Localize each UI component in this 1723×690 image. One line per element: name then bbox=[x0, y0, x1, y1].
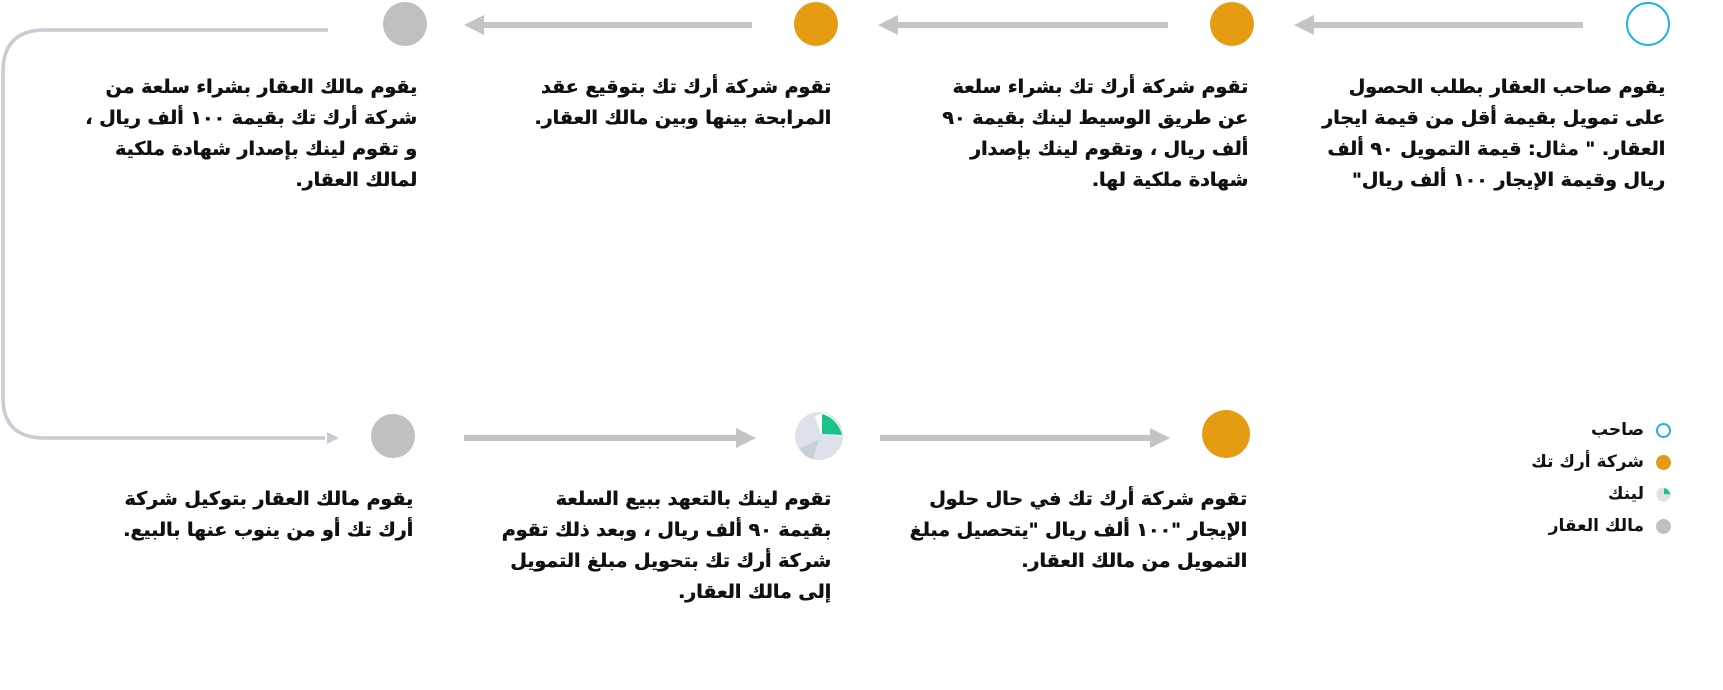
step-3-ark-icon bbox=[794, 2, 838, 46]
step-7-text: تقوم شركة أرك تك في حال حلول الإيجار "١٠… bbox=[909, 488, 1247, 572]
legend-label: مالك العقار bbox=[1548, 516, 1644, 536]
step-5-landlord-icon bbox=[371, 414, 415, 458]
filled-circle-icon bbox=[1656, 454, 1671, 470]
arrow-6-7-head bbox=[1150, 428, 1170, 448]
bottom-row-arrows bbox=[464, 428, 1170, 448]
hollow-circle-icon bbox=[1656, 422, 1671, 438]
legend-label: لينك bbox=[1607, 484, 1644, 504]
step-1-text: يقوم صاحب العقار بطلب الحصول على تمويل ب… bbox=[1322, 76, 1665, 191]
step-5-text: يقوم مالك العقار بتوكيل شركة أرك تك أو م… bbox=[123, 488, 413, 541]
legend-label: صاحب bbox=[1590, 420, 1644, 440]
legend-item-ark: شركة أرك تك bbox=[1451, 446, 1671, 478]
arrow-1-2-head bbox=[1294, 15, 1314, 35]
step-2-ark-icon bbox=[1210, 2, 1254, 46]
legend-item-landlord: مالك العقار bbox=[1451, 510, 1671, 542]
pie-segment-icon bbox=[1656, 487, 1671, 502]
step-6-text: تقوم لينك بالتعهد ببيع السلعة بقيمة ٩٠ أ… bbox=[501, 488, 831, 603]
step-6-bank-icon bbox=[793, 410, 845, 462]
arrow-3-4-head bbox=[464, 15, 484, 35]
step-3-text: تقوم شركة أرك تك بتوقيع عقد المرابحة بين… bbox=[534, 76, 831, 129]
legend: صاحب شركة أرك تك لينك مالك العقار bbox=[1451, 414, 1671, 542]
legend-item-owner: صاحب bbox=[1451, 414, 1671, 446]
filled-circle-icon bbox=[1656, 518, 1671, 534]
step-1-owner-icon bbox=[1626, 2, 1670, 46]
step-4-landlord-icon bbox=[383, 2, 427, 46]
arrow-5-6-head bbox=[736, 428, 756, 448]
connector-4-5 bbox=[1, 28, 328, 440]
legend-label: شركة أرك تك bbox=[1531, 452, 1644, 472]
legend-item-bank: لينك bbox=[1451, 478, 1671, 510]
step-2-text: تقوم شركة أرك تك بشراء سلعة عن طريق الوس… bbox=[942, 76, 1248, 191]
step-4-text: يقوم مالك العقار بشراء سلعة من شركة أرك … bbox=[85, 76, 417, 191]
pie-segment-icon bbox=[795, 412, 843, 460]
connector-4-5-head bbox=[327, 432, 339, 444]
top-row-arrows bbox=[464, 15, 1583, 35]
step-7-ark-icon bbox=[1202, 410, 1250, 458]
arrow-2-3-head bbox=[878, 15, 898, 35]
